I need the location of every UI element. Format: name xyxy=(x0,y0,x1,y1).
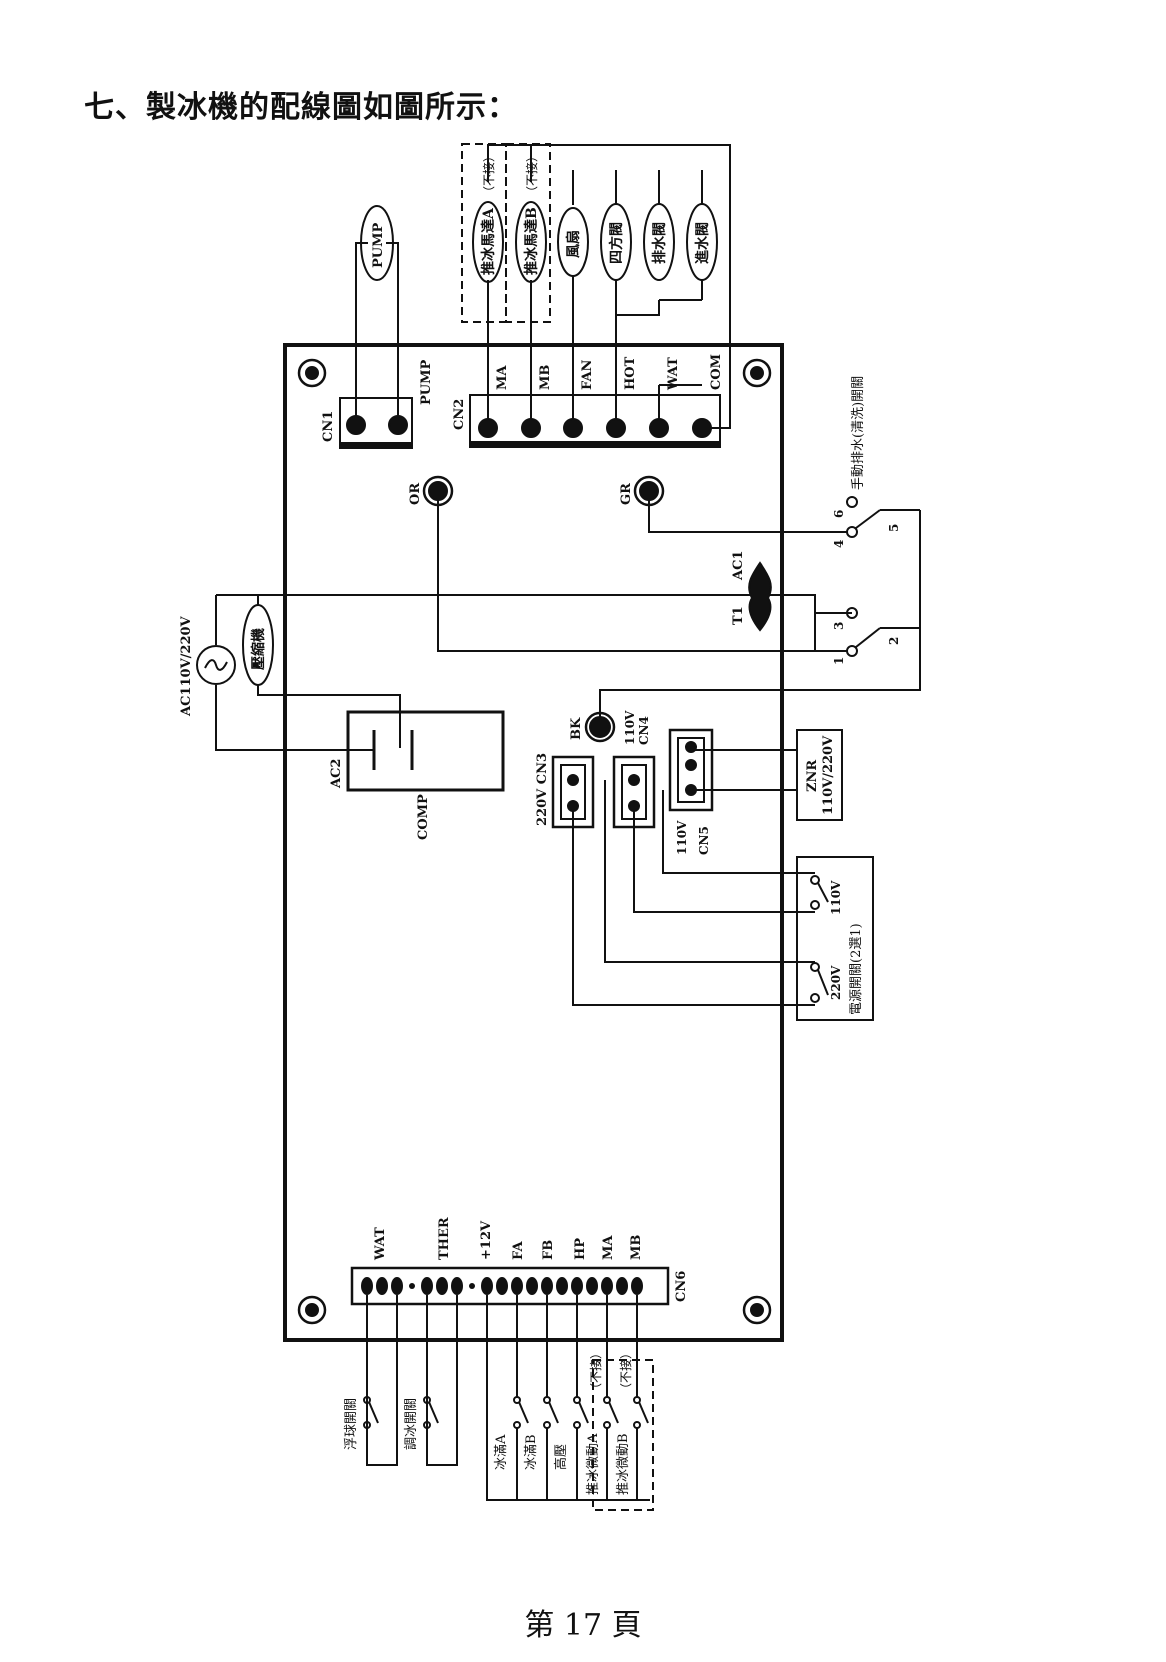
motor-b-label: 推冰馬達B xyxy=(523,207,540,275)
control-board xyxy=(283,343,784,1342)
bk-label: BK xyxy=(569,717,584,740)
motor-b-component xyxy=(515,201,547,283)
cn2-pin-label: FAN xyxy=(580,359,595,390)
mounting-hole xyxy=(742,1295,772,1325)
switch-pin-label: 4 xyxy=(832,540,846,548)
float-switch-label: 浮球開關 xyxy=(344,1398,359,1450)
page-footer: 第 17 頁 xyxy=(524,1608,642,1643)
cn2-pin-label: MA xyxy=(495,365,510,390)
pump-component xyxy=(360,205,394,281)
power-source-label: AC110V/220V xyxy=(179,615,194,717)
switch-pin-label: 1 xyxy=(832,657,846,665)
cn6-pin-label: FA xyxy=(511,1241,526,1260)
no-connect-label: （不接） xyxy=(524,150,539,198)
power-switch-label: 電源開關(2選1) xyxy=(849,923,864,1015)
switch-220v-label: 220V xyxy=(829,965,843,1000)
drain-valve-component xyxy=(643,203,675,281)
switch-pin-label: 5 xyxy=(887,524,901,532)
no-connect-label: （不接） xyxy=(618,1347,633,1395)
switch-pin-label: 6 xyxy=(832,510,846,518)
four-way-valve-label: 四方閥 xyxy=(608,222,625,264)
page-heading: 七、製冰機的配線圖如圖所示： xyxy=(84,90,518,125)
cn6-pin-label: +12V xyxy=(479,1220,494,1260)
mounting-hole xyxy=(742,358,772,388)
cn6-pin-label: FB xyxy=(541,1240,556,1260)
znr-voltage-label: 110V/220V xyxy=(821,735,836,815)
znr-box xyxy=(796,729,843,821)
no-connect-box xyxy=(505,143,551,323)
cn1-pump-label: PUMP xyxy=(419,359,434,405)
no-connect-label: （不接） xyxy=(481,150,496,198)
pump-label: PUMP xyxy=(371,222,386,268)
drain-valve-label: 排水閥 xyxy=(651,222,668,264)
cn6-pin-label: WAT xyxy=(373,1227,388,1261)
ice-full-b-switch xyxy=(543,1396,559,1429)
ice-adjust-switch xyxy=(423,1396,439,1429)
high-pressure-switch xyxy=(573,1396,589,1429)
ice-adjust-switch-label: 調冰開關 xyxy=(404,1398,419,1450)
cn6-pin-label: HP xyxy=(573,1238,588,1260)
bk-terminal xyxy=(584,711,616,743)
fan-label: 風扇 xyxy=(565,230,582,258)
mounting-hole xyxy=(297,358,327,388)
cn2-label: CN2 xyxy=(452,399,467,430)
cn5-voltage-label: 110V xyxy=(675,820,689,855)
cn6-connector xyxy=(350,1266,670,1306)
four-way-valve-component xyxy=(600,203,632,281)
push-micro-b-label: 推冰微動B xyxy=(616,1433,631,1495)
t1-label: T1 xyxy=(731,606,746,625)
high-pressure-label: 高壓 xyxy=(553,1444,569,1470)
no-connect-box xyxy=(592,1359,654,1511)
float-switch xyxy=(363,1396,379,1429)
cn5-label: CN5 xyxy=(697,826,711,855)
ice-full-b-label: 冰滿B xyxy=(523,1434,539,1470)
ac1-label: AC1 xyxy=(731,551,746,581)
comp-label: COMP xyxy=(416,794,431,840)
manual-drain-switch-label: 手動排水(清洗)開關 xyxy=(851,376,866,490)
ac1-terminal xyxy=(748,561,772,632)
motor-a-component xyxy=(472,201,504,283)
ac2-label: AC2 xyxy=(329,759,344,789)
switch-pin-label: 3 xyxy=(832,622,846,630)
compressor-label: 壓縮機 xyxy=(250,628,267,670)
cn2-pin-label: WAT xyxy=(666,357,681,391)
cn2-connector xyxy=(469,394,721,448)
comp-relay xyxy=(346,710,505,792)
push-micro-a-label: 推冰微動A xyxy=(586,1433,601,1495)
inlet-valve-label: 進水閥 xyxy=(694,222,711,264)
cn3-label: 220V CN3 xyxy=(535,753,550,826)
switch-220v xyxy=(810,962,829,1003)
push-micro-a-switch xyxy=(603,1396,619,1429)
cn6-pin-label: MA xyxy=(601,1235,616,1260)
power-switch-box xyxy=(796,856,874,1021)
cn6-pin-label: THER xyxy=(437,1217,452,1260)
push-micro-b-switch xyxy=(633,1396,649,1429)
switch-110v-label: 110V xyxy=(829,880,843,915)
cn6-pins xyxy=(361,1277,643,1295)
ice-full-a-label: 冰滿A xyxy=(493,1434,509,1470)
cn5-connector xyxy=(668,728,714,812)
switch-110v xyxy=(810,875,829,910)
cn6-pin-label: MB xyxy=(629,1235,644,1260)
ice-full-a-switch xyxy=(513,1396,529,1429)
mounting-hole xyxy=(297,1295,327,1325)
fan-component xyxy=(557,207,589,277)
cn2-pin-label: COM xyxy=(709,354,724,390)
no-connect-label: （不接） xyxy=(588,1347,603,1395)
cn4-voltage-label: 110V xyxy=(623,710,637,745)
cn1-label: CN1 xyxy=(321,411,336,442)
gr-label: GR xyxy=(619,483,634,505)
inlet-valve-component xyxy=(686,203,718,281)
ac-power-source xyxy=(196,645,236,685)
or-label: OR xyxy=(408,483,423,505)
switch-pin-label: 2 xyxy=(887,637,901,645)
cn4-label: CN4 xyxy=(637,716,651,745)
cn6-label: CN6 xyxy=(674,1271,689,1302)
motor-a-label: 推冰馬達A xyxy=(480,207,497,275)
znr-label: ZNR xyxy=(805,760,820,792)
cn2-pin-label: MB xyxy=(538,365,553,390)
cn2-pin-label: HOT xyxy=(623,356,638,390)
